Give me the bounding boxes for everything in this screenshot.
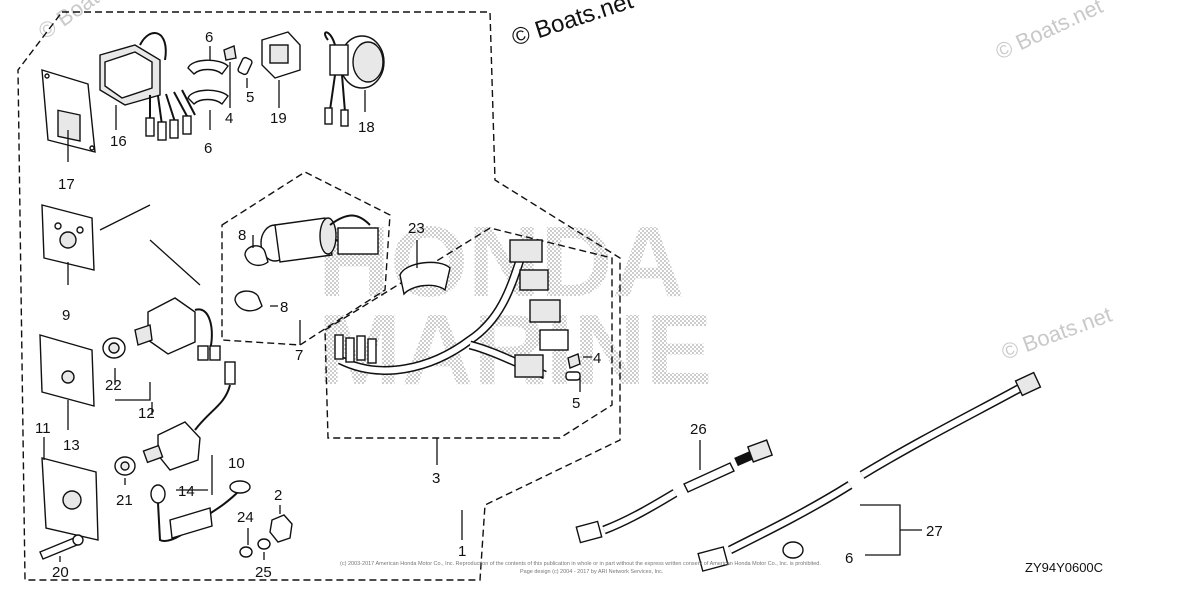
lanyard-14 — [150, 480, 251, 542]
switch-16 — [99, 32, 196, 141]
switch-panel-13 — [39, 334, 95, 407]
washer-25 — [257, 538, 271, 550]
wire-harness-3 — [334, 239, 569, 380]
part-label-14: 14 — [178, 483, 195, 500]
part-label-25: 25 — [255, 564, 272, 581]
terminal-4-right — [567, 353, 581, 369]
holder-19 — [261, 31, 301, 79]
watermark-boats-main: © Boats.net — [509, 0, 637, 52]
copyright-line-2: Page design (c) 2004 - 2017 by ARI Netwo… — [520, 569, 664, 575]
part-label-20: 20 — [52, 564, 69, 581]
part-label-4b: 4 — [593, 350, 601, 367]
stop-switch-10 — [142, 361, 236, 471]
sleeve-5 — [237, 56, 253, 76]
part-label-5a: 5 — [246, 89, 254, 106]
assembly-boundary — [17, 11, 621, 581]
part-label-26: 26 — [690, 421, 707, 438]
part-numbers: 6 6 4 5 19 18 16 17 9 8 8 7 23 4 5 3 22 … — [35, 29, 943, 581]
buzzer-18 — [324, 31, 385, 127]
part-label-16: 16 — [110, 133, 127, 150]
part-label-5b: 5 — [572, 395, 580, 412]
clip-6-upper — [187, 59, 229, 76]
extension-harness-26 — [575, 439, 774, 544]
part-label-4a: 4 — [225, 110, 233, 127]
nut-2 — [269, 514, 293, 543]
part-label-22: 22 — [105, 377, 122, 394]
part-label-12: 12 — [138, 405, 155, 422]
extension-harness-27 — [697, 371, 1042, 572]
part-label-6c: 6 — [845, 550, 853, 567]
copyright-line-1: (c) 2003-2017 American Honda Motor Co., … — [340, 561, 821, 567]
ignition-boundary — [221, 171, 391, 346]
part-label-9: 9 — [62, 307, 70, 324]
part-label-23: 23 — [408, 220, 425, 237]
washer-24 — [239, 546, 253, 558]
part-label-17: 17 — [58, 176, 75, 193]
switch-panel-11 — [41, 457, 99, 541]
part-label-1: 1 — [458, 543, 466, 560]
key-8-upper — [244, 245, 269, 267]
part-label-24: 24 — [237, 509, 254, 526]
part-label-10: 10 — [228, 455, 245, 472]
part-label-27: 27 — [926, 523, 943, 540]
part-label-2: 2 — [274, 487, 282, 504]
part-label-18: 18 — [358, 119, 375, 136]
watermark-marine: MARINE — [318, 294, 712, 406]
screw-20 — [39, 534, 84, 560]
part-label-7: 7 — [295, 347, 303, 364]
ignition-switch-7 — [260, 214, 379, 263]
watermark-boats-left: © Boats.net — [34, 0, 143, 44]
part-label-6b: 6 — [204, 140, 212, 157]
sleeve-5-right — [565, 371, 581, 381]
part-label-21: 21 — [116, 492, 133, 509]
part-label-13: 13 — [63, 437, 80, 454]
choke-switch-12 — [134, 297, 221, 361]
part-label-6a: 6 — [205, 29, 213, 46]
terminal-4 — [223, 45, 237, 61]
diagram-code: ZY94Y0600C — [1025, 560, 1103, 575]
part-label-8a: 8 — [238, 227, 246, 244]
harness-boundary — [324, 227, 613, 439]
switch-panel-17 — [41, 69, 96, 153]
leader-lines — [43, 46, 922, 562]
watermark-boats-right-top: © Boats.net — [992, 0, 1107, 65]
clip-23 — [399, 261, 451, 296]
key-8-lower — [234, 290, 263, 312]
clip-6-lower — [187, 89, 229, 106]
watermark-boats-right-mid: © Boats.net — [998, 302, 1115, 365]
nut-21 — [114, 456, 136, 476]
part-label-8b: 8 — [280, 299, 288, 316]
part-label-3: 3 — [432, 470, 440, 487]
part-label-19: 19 — [270, 110, 287, 127]
nut-22 — [102, 337, 126, 359]
switch-panel-9 — [41, 204, 95, 271]
part-label-11: 11 — [35, 420, 51, 437]
